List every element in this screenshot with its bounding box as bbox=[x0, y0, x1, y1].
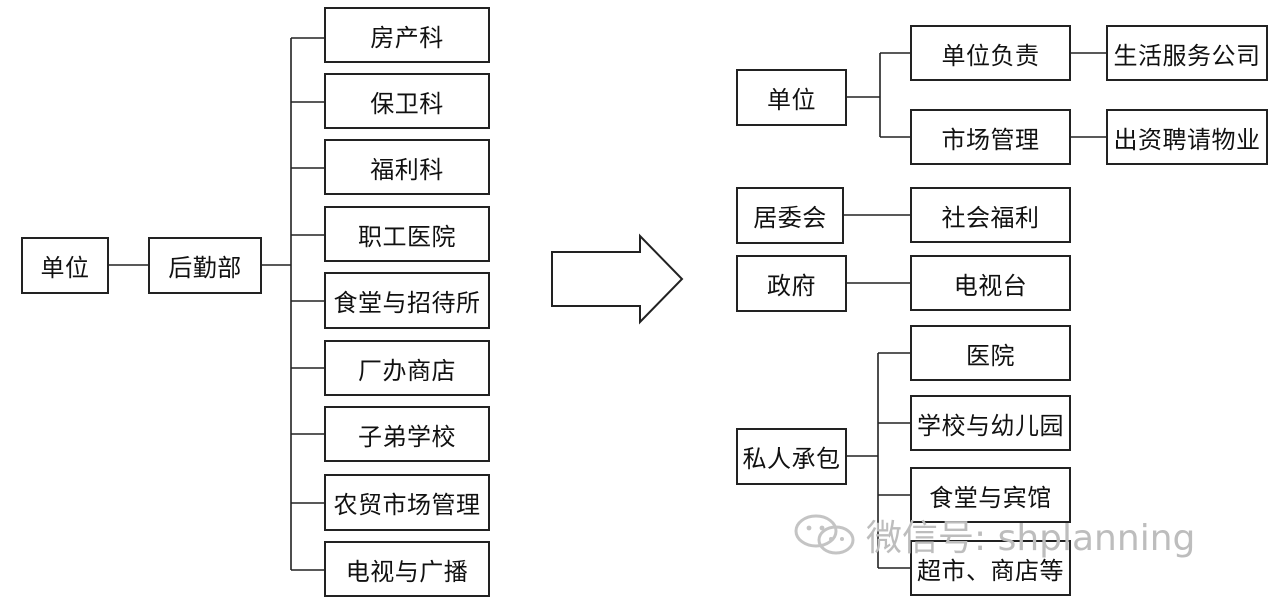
left-child-node: 电视与广播 bbox=[324, 541, 490, 597]
right-government-target-node: 电视台 bbox=[910, 255, 1071, 311]
left-child-node: 农贸市场管理 bbox=[324, 474, 490, 531]
right-private-child-node: 医院 bbox=[910, 325, 1071, 381]
right-private-child-node: 学校与幼儿园 bbox=[910, 395, 1071, 451]
right-private-child-node: 超市、商店等 bbox=[910, 540, 1071, 596]
right-unit-node: 单位 bbox=[736, 69, 847, 126]
transition-arrow bbox=[551, 233, 684, 325]
left-child-node: 房产科 bbox=[324, 7, 490, 63]
right-committee-target-node: 社会福利 bbox=[910, 187, 1071, 243]
right-government-node: 政府 bbox=[736, 255, 847, 312]
left-child-node: 子弟学校 bbox=[324, 406, 490, 462]
left-child-node: 保卫科 bbox=[324, 73, 490, 129]
left-child-node: 福利科 bbox=[324, 139, 490, 195]
right-unit-target-node: 生活服务公司 bbox=[1106, 25, 1268, 81]
wechat-icon bbox=[794, 514, 855, 555]
right-unit-branch-node: 市场管理 bbox=[910, 109, 1071, 165]
right-unit-branch-node: 单位负责 bbox=[910, 25, 1071, 81]
left-root-node: 单位 bbox=[21, 237, 109, 294]
left-child-node: 职工医院 bbox=[324, 206, 490, 262]
right-private-child-node: 食堂与宾馆 bbox=[910, 467, 1071, 523]
right-unit-target-node: 出资聘请物业 bbox=[1106, 109, 1268, 165]
watermark: 微信号: shplanning bbox=[792, 512, 1196, 559]
right-private-node: 私人承包 bbox=[736, 428, 847, 485]
watermark-text: 微信号: shplanning bbox=[866, 518, 1196, 559]
left-middle-node: 后勤部 bbox=[148, 237, 262, 294]
left-child-node: 厂办商店 bbox=[324, 340, 490, 396]
right-committee-node: 居委会 bbox=[736, 187, 844, 244]
left-child-node: 食堂与招待所 bbox=[324, 272, 490, 329]
